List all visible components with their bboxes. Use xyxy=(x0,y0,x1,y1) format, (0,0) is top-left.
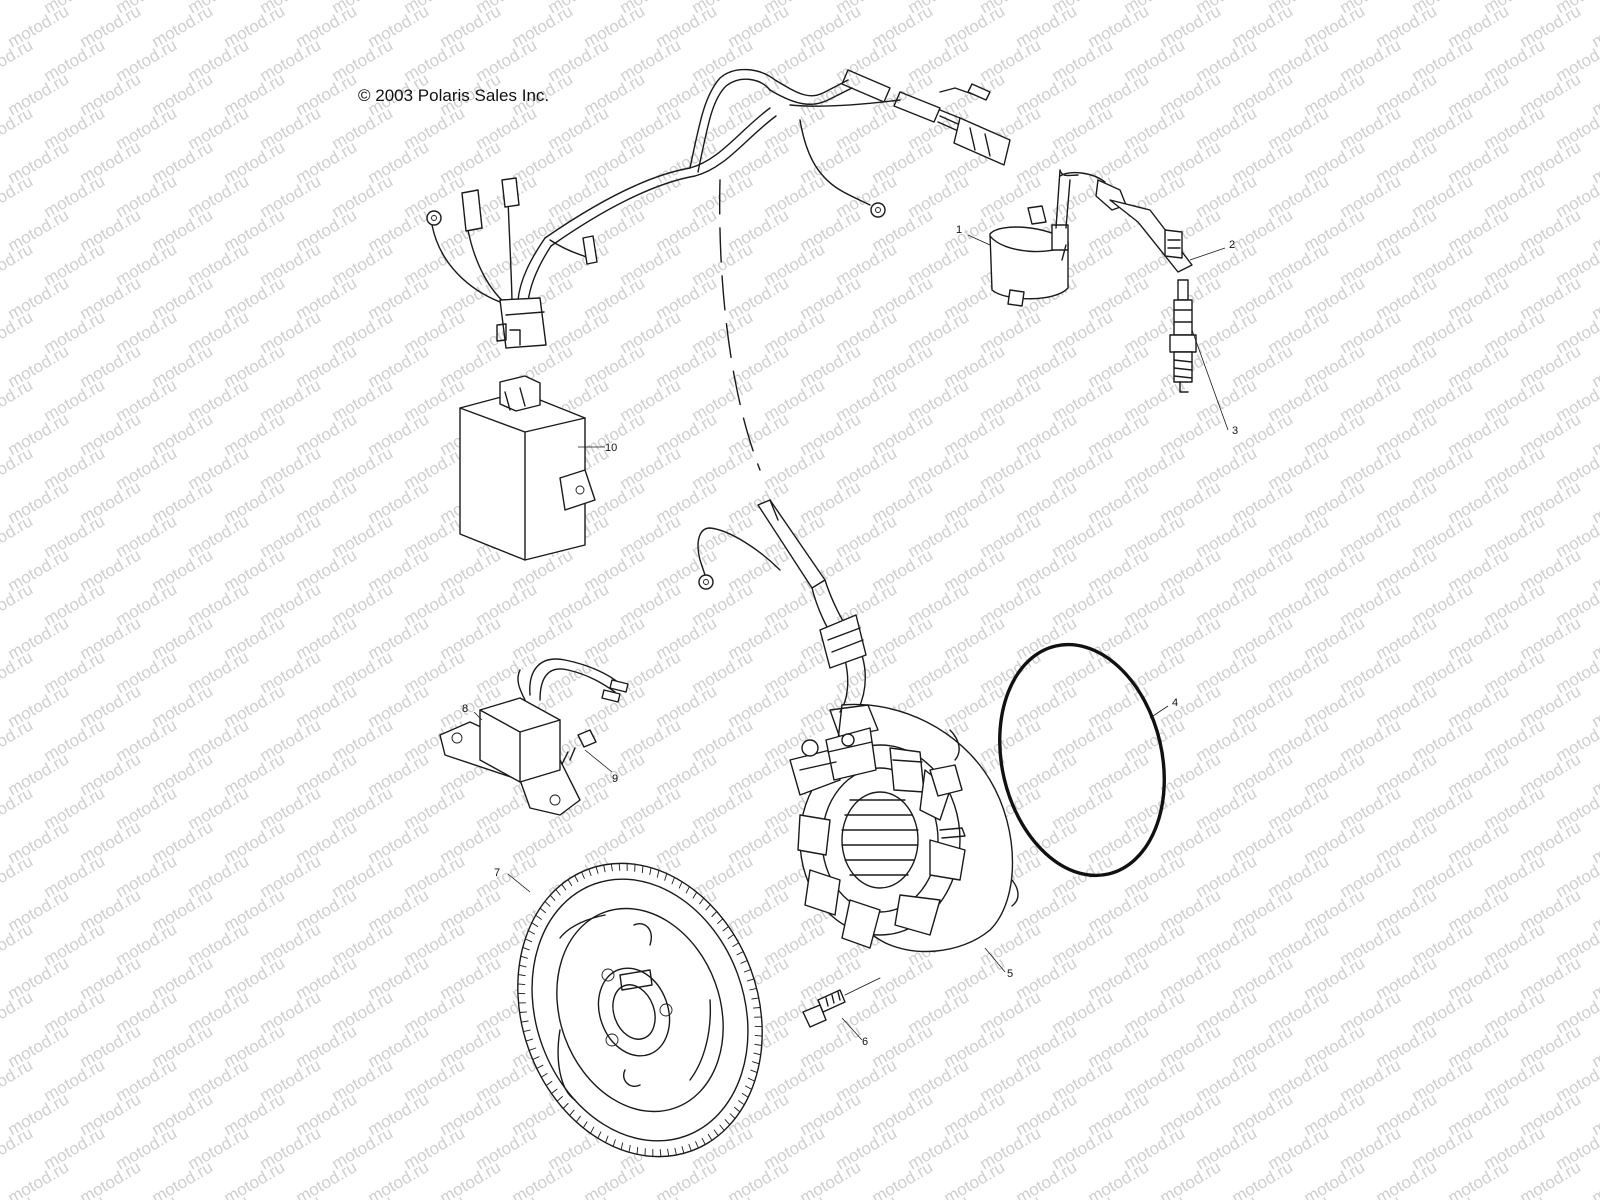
watermark-text: motod.ru xyxy=(905,1191,973,1200)
watermark-text: motod.ru xyxy=(1229,1157,1297,1200)
watermark-text: motod.ru xyxy=(941,1157,1009,1200)
callout-9: 9 xyxy=(612,773,618,785)
watermark-text: motod.ru xyxy=(0,987,36,1037)
watermark-text: motod.ru xyxy=(1085,1157,1153,1200)
callout-6: 6 xyxy=(862,1036,868,1048)
watermark-text: motod.ru xyxy=(0,239,36,289)
watermark-text: motod.ru xyxy=(581,1157,649,1200)
copyright-notice: © 2003 Polaris Sales Inc. xyxy=(358,86,550,105)
watermark-text: motod.ru xyxy=(0,579,36,629)
watermark-text: motod.ru xyxy=(1409,1191,1477,1200)
watermark-text: motod.ru xyxy=(1445,1157,1513,1200)
watermark-text: motod.ru xyxy=(257,1191,325,1200)
callout-4: 4 xyxy=(1172,697,1178,709)
watermark-text: motod.ru xyxy=(0,1123,36,1173)
watermark-text: motod.ru xyxy=(293,1157,361,1200)
watermark-text: motod.ru xyxy=(0,851,36,901)
watermark-text: motod.ru xyxy=(689,1191,757,1200)
watermark-text: motod.ru xyxy=(0,307,36,357)
watermark-text: motod.ru xyxy=(0,103,36,153)
watermark-text: motod.ru xyxy=(77,1157,145,1200)
watermark-text: motod.ru xyxy=(761,1191,829,1200)
watermark-text: motod.ru xyxy=(1517,1157,1585,1200)
watermark-text: motod.ru xyxy=(113,1191,181,1200)
watermark-text: motod.ru xyxy=(0,919,36,969)
watermark-text: motod.ru xyxy=(0,35,36,85)
watermark-text: motod.ru xyxy=(149,1157,217,1200)
watermark-text: motod.ru xyxy=(977,1191,1045,1200)
watermark-text: motod.ru xyxy=(437,1157,505,1200)
watermark-text: motod.ru xyxy=(797,1157,865,1200)
callout-8: 8 xyxy=(462,703,468,715)
watermark-text: motod.ru xyxy=(401,1191,469,1200)
callout-10: 10 xyxy=(605,442,617,454)
watermark-text: motod.ru xyxy=(0,783,36,833)
watermark-text: motod.ru xyxy=(1265,1191,1333,1200)
watermark-text: motod.ru xyxy=(653,1157,721,1200)
watermark-text: motod.ru xyxy=(41,1191,109,1200)
watermark-text: motod.ru xyxy=(1589,1157,1600,1200)
watermark-text: motod.ru xyxy=(185,1191,253,1200)
callout-2: 2 xyxy=(1229,239,1235,251)
watermark-text: motod.ru xyxy=(1373,1157,1441,1200)
callout-1: 1 xyxy=(956,224,962,236)
watermark-text: motod.ru xyxy=(869,1157,937,1200)
watermark-text: motod.ru xyxy=(0,443,36,493)
watermark-text: motod.ru xyxy=(1013,1157,1081,1200)
watermark-text: motod.ru xyxy=(0,1055,36,1105)
watermark-text: motod.ru xyxy=(0,511,36,561)
watermark-text: motod.ru xyxy=(221,1157,289,1200)
watermark-text: motod.ru xyxy=(617,1191,685,1200)
callout-5: 5 xyxy=(1007,968,1013,980)
watermark-text: motod.ru xyxy=(329,1191,397,1200)
watermark-text: motod.ru xyxy=(0,375,36,425)
watermark-text: motod.ru xyxy=(833,1191,901,1200)
watermark-text: motod.ru xyxy=(545,1191,613,1200)
watermark-text: motod.ru xyxy=(1481,1191,1549,1200)
watermark-text: motod.ru xyxy=(365,1157,433,1200)
watermark-text: motod.ru xyxy=(1337,1191,1405,1200)
watermark-text: motod.ru xyxy=(473,1191,541,1200)
watermark-text: motod.ru xyxy=(1121,1191,1189,1200)
watermark-text: motod.ru xyxy=(1193,1191,1261,1200)
callout-7: 7 xyxy=(494,867,500,879)
watermark-text: motod.ru xyxy=(725,1157,793,1200)
watermark-text: motod.ru xyxy=(0,647,36,697)
callout-3: 3 xyxy=(1232,425,1238,437)
watermark-text: motod.ru xyxy=(0,171,36,221)
watermark-text: motod.ru xyxy=(1301,1157,1369,1200)
watermark-text: motod.ru xyxy=(509,1157,577,1200)
gear-tooth xyxy=(752,1007,761,1009)
watermark-text: motod.ru xyxy=(5,1157,73,1200)
watermark-text: motod.ru xyxy=(1049,1191,1117,1200)
watermark-text: motod.ru xyxy=(1157,1157,1225,1200)
gear-tooth xyxy=(519,1011,528,1013)
watermark-text: motod.ru xyxy=(0,0,36,17)
watermark-text: motod.ru xyxy=(0,715,36,765)
